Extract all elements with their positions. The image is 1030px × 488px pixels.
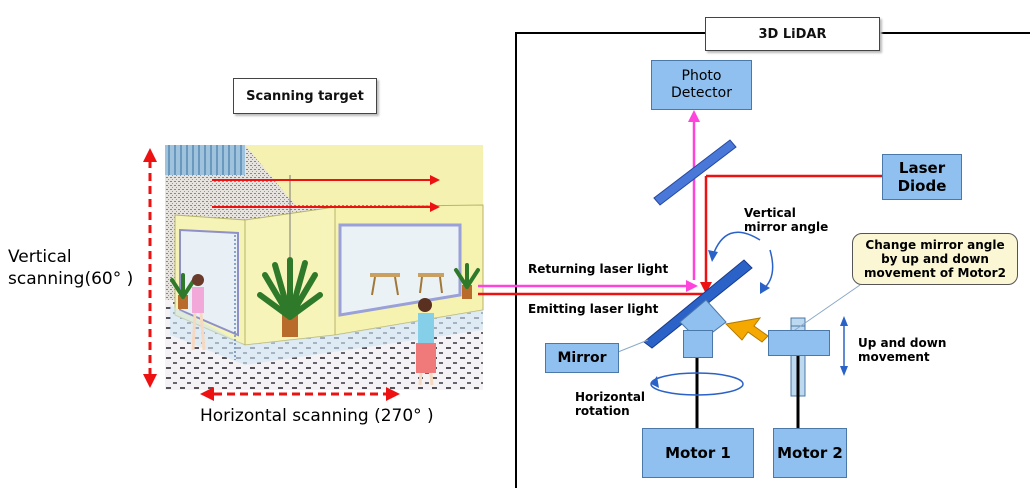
motor1-head: [683, 330, 713, 358]
up-down-label: Up and down movement: [858, 336, 947, 364]
scene-illustration: [165, 145, 484, 390]
motor2-callout: Change mirror angle by up and down movem…: [852, 233, 1018, 285]
horizontal-scanning-label: Horizontal scanning (270° ): [200, 406, 434, 426]
vertical-scanning-label: Vertical scanning(60° ): [8, 247, 134, 289]
emitting-laser-label: Emitting laser light: [528, 302, 659, 316]
mirror-label-box: Mirror: [545, 343, 619, 373]
lidar-title: 3D LiDAR: [705, 17, 880, 51]
horizontal-rotation-label: Horizontal rotation: [575, 390, 646, 418]
motor1-box: Motor 1: [642, 428, 754, 478]
laser-diode-box: Laser Diode: [882, 154, 962, 200]
scanning-target-label: Scanning target: [233, 78, 377, 114]
motor2-head: [768, 330, 830, 356]
photo-detector-box: Photo Detector: [651, 60, 752, 110]
horizontal-scan-arrow: [200, 387, 400, 401]
vertical-mirror-angle-label: Vertical mirror angle: [744, 206, 829, 234]
vertical-scan-arrow: [143, 148, 157, 388]
motor2-box: Motor 2: [773, 428, 847, 478]
returning-laser-label: Returning laser light: [528, 262, 669, 276]
